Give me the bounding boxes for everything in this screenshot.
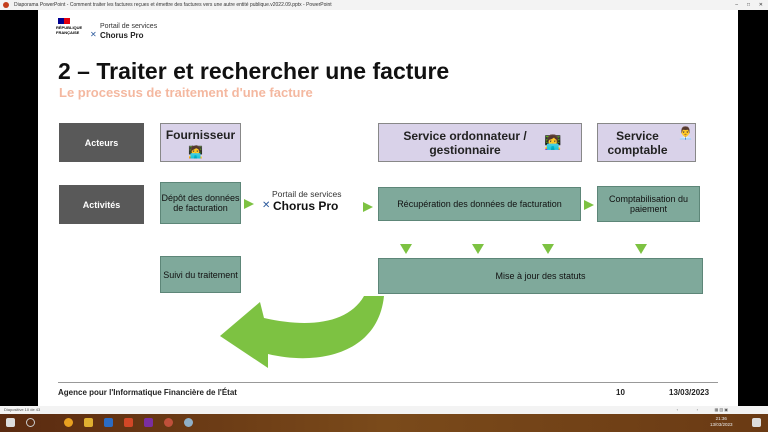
slide: RÉPUBLIQUE FRANÇAISE Portail de services…	[38, 10, 738, 406]
activity-comptabilisation: Comptabilisation du paiement	[597, 186, 700, 222]
portail-text: Portail de services	[272, 189, 342, 199]
republique-logo: RÉPUBLIQUE FRANÇAISE	[56, 25, 83, 35]
arrow-down-icon	[635, 244, 647, 254]
arrow-right-icon	[584, 200, 594, 210]
chrome-icon[interactable]	[64, 418, 73, 427]
logo-chorus-text: Chorus Pro	[100, 31, 144, 40]
logo-portail-text: Portail de services	[100, 23, 158, 30]
window-titlebar: Diaporama PowerPoint - Comment traiter l…	[0, 0, 768, 10]
app-icon[interactable]	[184, 418, 193, 427]
view-buttons[interactable]: ▦ ▥ ▣	[714, 407, 728, 412]
powerpoint-icon[interactable]	[124, 418, 133, 427]
minimize-button[interactable]: –	[735, 2, 738, 8]
footer-page-number: 10	[616, 388, 625, 397]
powerpoint-icon	[3, 2, 9, 8]
clock-date[interactable]: 13/03/2023	[710, 422, 733, 427]
chorus-text: Chorus Pro	[273, 199, 339, 213]
onenote-icon[interactable]	[144, 418, 153, 427]
footer-date: 13/03/2023	[669, 388, 710, 397]
actor-comptable: Service comptable	[597, 123, 696, 162]
label-activites: Activités	[59, 185, 144, 224]
actor-fournisseur: Fournisseur	[160, 123, 241, 162]
app-icon[interactable]	[164, 418, 173, 427]
slide-subtitle: Le processus de traitement d'une facture	[59, 85, 313, 100]
clock-time[interactable]: 21:36	[715, 416, 727, 421]
chorus-logo-icon: ✕	[90, 30, 97, 39]
file-explorer-icon[interactable]	[84, 418, 93, 427]
notifications-icon[interactable]	[752, 418, 761, 427]
footer-org: Agence pour l'Informatique Financière de…	[58, 388, 237, 397]
curved-return-arrow-icon	[220, 296, 384, 368]
taskbar: 21:36 13/03/2023	[0, 414, 768, 432]
slide-title: 2 – Traiter et rechercher une facture	[58, 58, 450, 84]
activity-mise-a-jour: Mise à jour des statuts	[378, 258, 703, 294]
actor-ordonnateur: Service ordonnateur / gestionnaire	[378, 123, 582, 162]
arrow-down-icon	[472, 244, 484, 254]
activity-depot: Dépôt des données de facturation	[160, 182, 241, 224]
maximize-button[interactable]: □	[746, 2, 750, 8]
label-acteurs: Acteurs	[59, 123, 144, 162]
search-icon[interactable]	[26, 418, 35, 427]
start-icon[interactable]	[6, 418, 15, 427]
word-icon[interactable]	[104, 418, 113, 427]
status-bar: Diapositive 10 de 43 ‹ › ▦ ▥ ▣	[0, 406, 768, 414]
arrow-right-icon	[363, 202, 373, 212]
person-icon: 👨‍💼	[678, 126, 693, 140]
arrow-down-icon	[400, 244, 412, 254]
window-title: Diaporama PowerPoint - Comment traiter l…	[14, 2, 332, 8]
arrow-right-icon	[244, 199, 254, 209]
person-computer-icon: 👩‍💻	[544, 134, 562, 150]
slide-counter: Diapositive 10 de 43	[4, 407, 41, 412]
marianne-flag-icon	[58, 18, 70, 24]
person-laptop-icon: 🧑‍💻	[188, 145, 203, 159]
activity-suivi: Suivi du traitement	[160, 256, 241, 293]
prev-slide-button[interactable]: ‹	[676, 407, 678, 412]
next-slide-button[interactable]: ›	[696, 407, 698, 412]
activity-recuperation: Récupération des données de facturation	[378, 187, 581, 221]
close-button[interactable]: ✕	[758, 2, 763, 8]
chorus-logo-icon: ✕	[262, 200, 271, 211]
footer-divider	[58, 382, 718, 383]
arrow-down-icon	[542, 244, 554, 254]
